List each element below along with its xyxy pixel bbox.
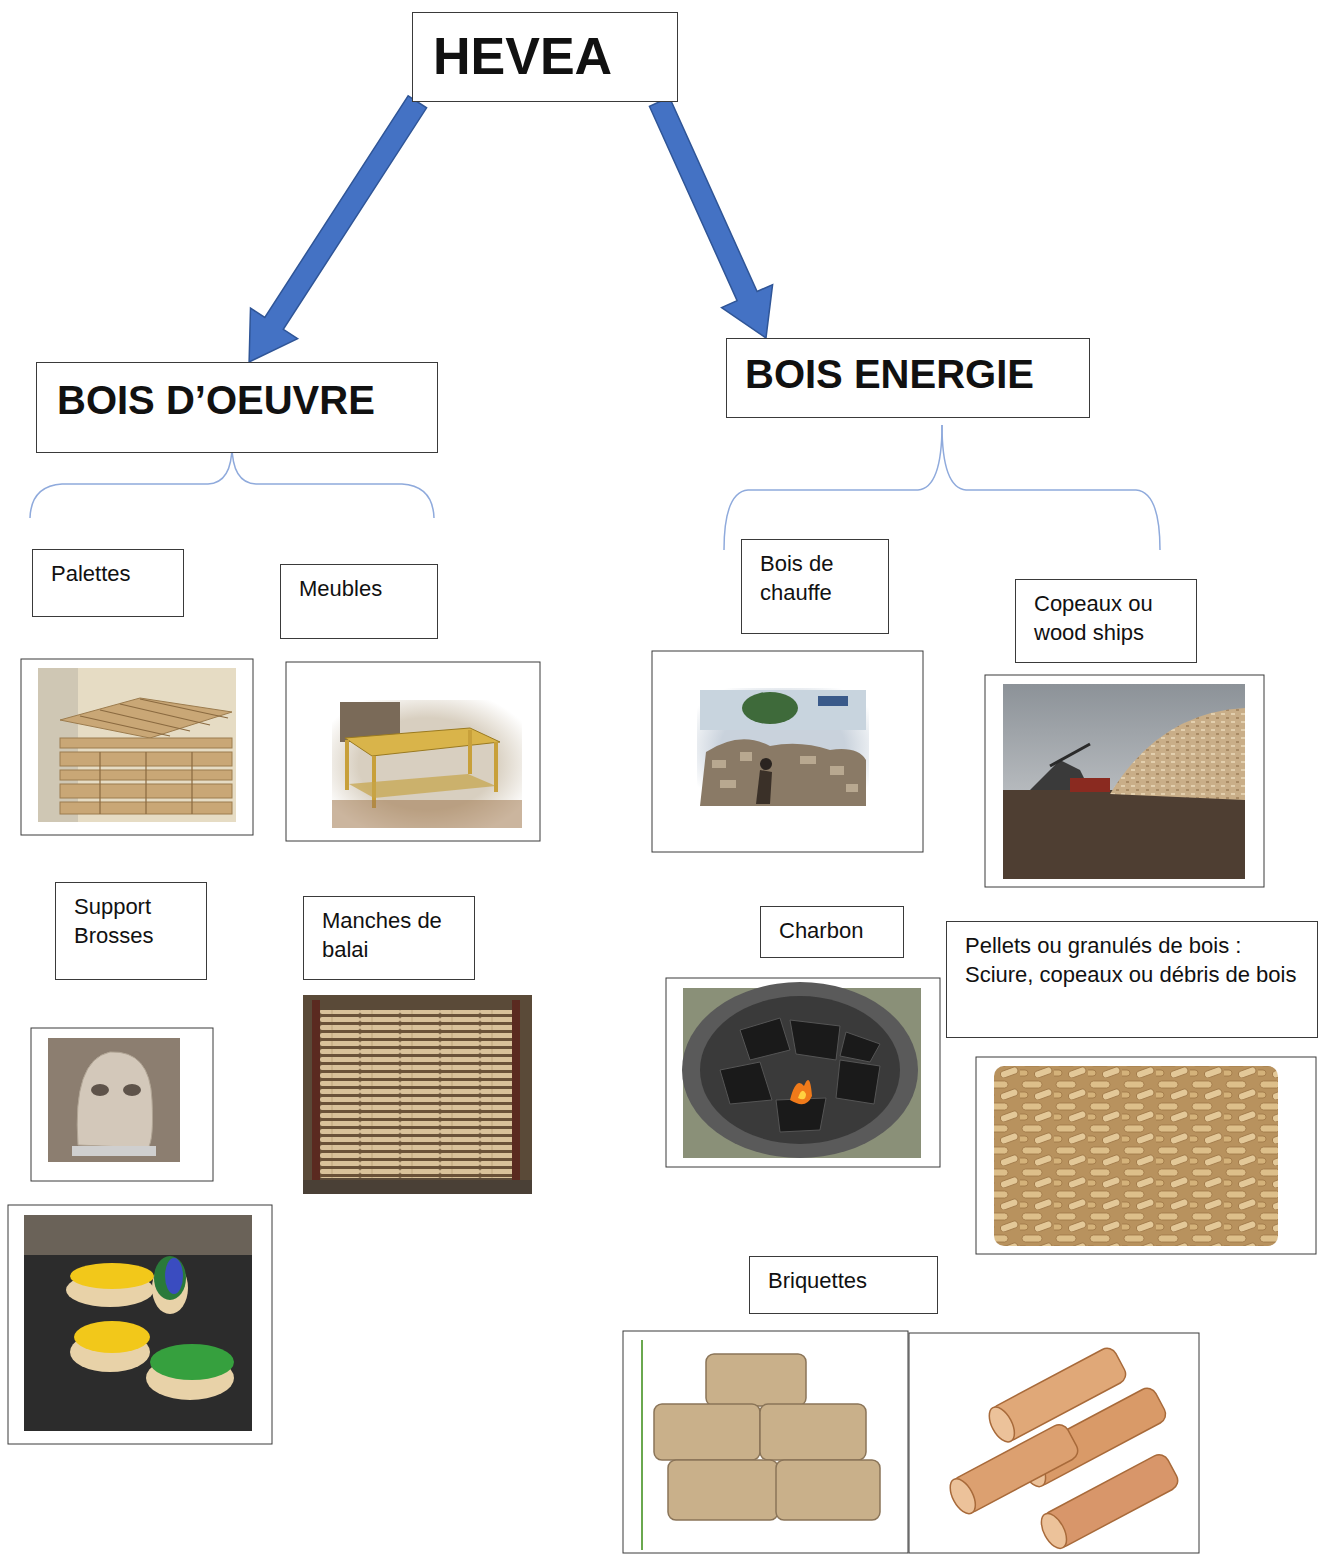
product-box: Copeaux ou wood ships — [1015, 579, 1197, 663]
node-label: Copeaux ou wood ships — [1034, 590, 1178, 647]
product-box: Support Brosses — [55, 882, 207, 980]
product-box: Palettes — [32, 549, 184, 617]
node-label: BOIS D’OEUVRE — [57, 377, 417, 423]
product-box: Manches de balai — [303, 896, 475, 980]
product-box: Charbon — [760, 906, 904, 958]
node-label: Support Brosses — [74, 893, 188, 950]
node-label: Bois de chauffe — [760, 550, 870, 607]
node-label: Manches de balai — [322, 907, 456, 964]
node-label: Pellets ou granulés de bois : Sciure, co… — [965, 932, 1299, 989]
node-label: Charbon — [779, 917, 885, 946]
node-label: Meubles — [299, 575, 419, 604]
block-arrow — [649, 97, 772, 338]
node-label: HEVEA — [433, 27, 657, 87]
product-box: Meubles — [280, 564, 438, 639]
node-label: BOIS ENERGIE — [745, 351, 1071, 397]
block-arrow — [249, 96, 427, 362]
node-label: Palettes — [51, 560, 165, 589]
product-box: Briquettes — [749, 1256, 938, 1314]
root-box: HEVEA — [412, 12, 678, 102]
product-box: Pellets ou granulés de bois : Sciure, co… — [946, 921, 1318, 1038]
arrow-shape — [249, 96, 427, 362]
node-label: Briquettes — [768, 1267, 919, 1296]
category-box: BOIS D’OEUVRE — [36, 362, 438, 453]
category-box: BOIS ENERGIE — [726, 338, 1090, 418]
product-box: Bois de chauffe — [741, 539, 889, 634]
arrow-shape — [649, 97, 772, 338]
